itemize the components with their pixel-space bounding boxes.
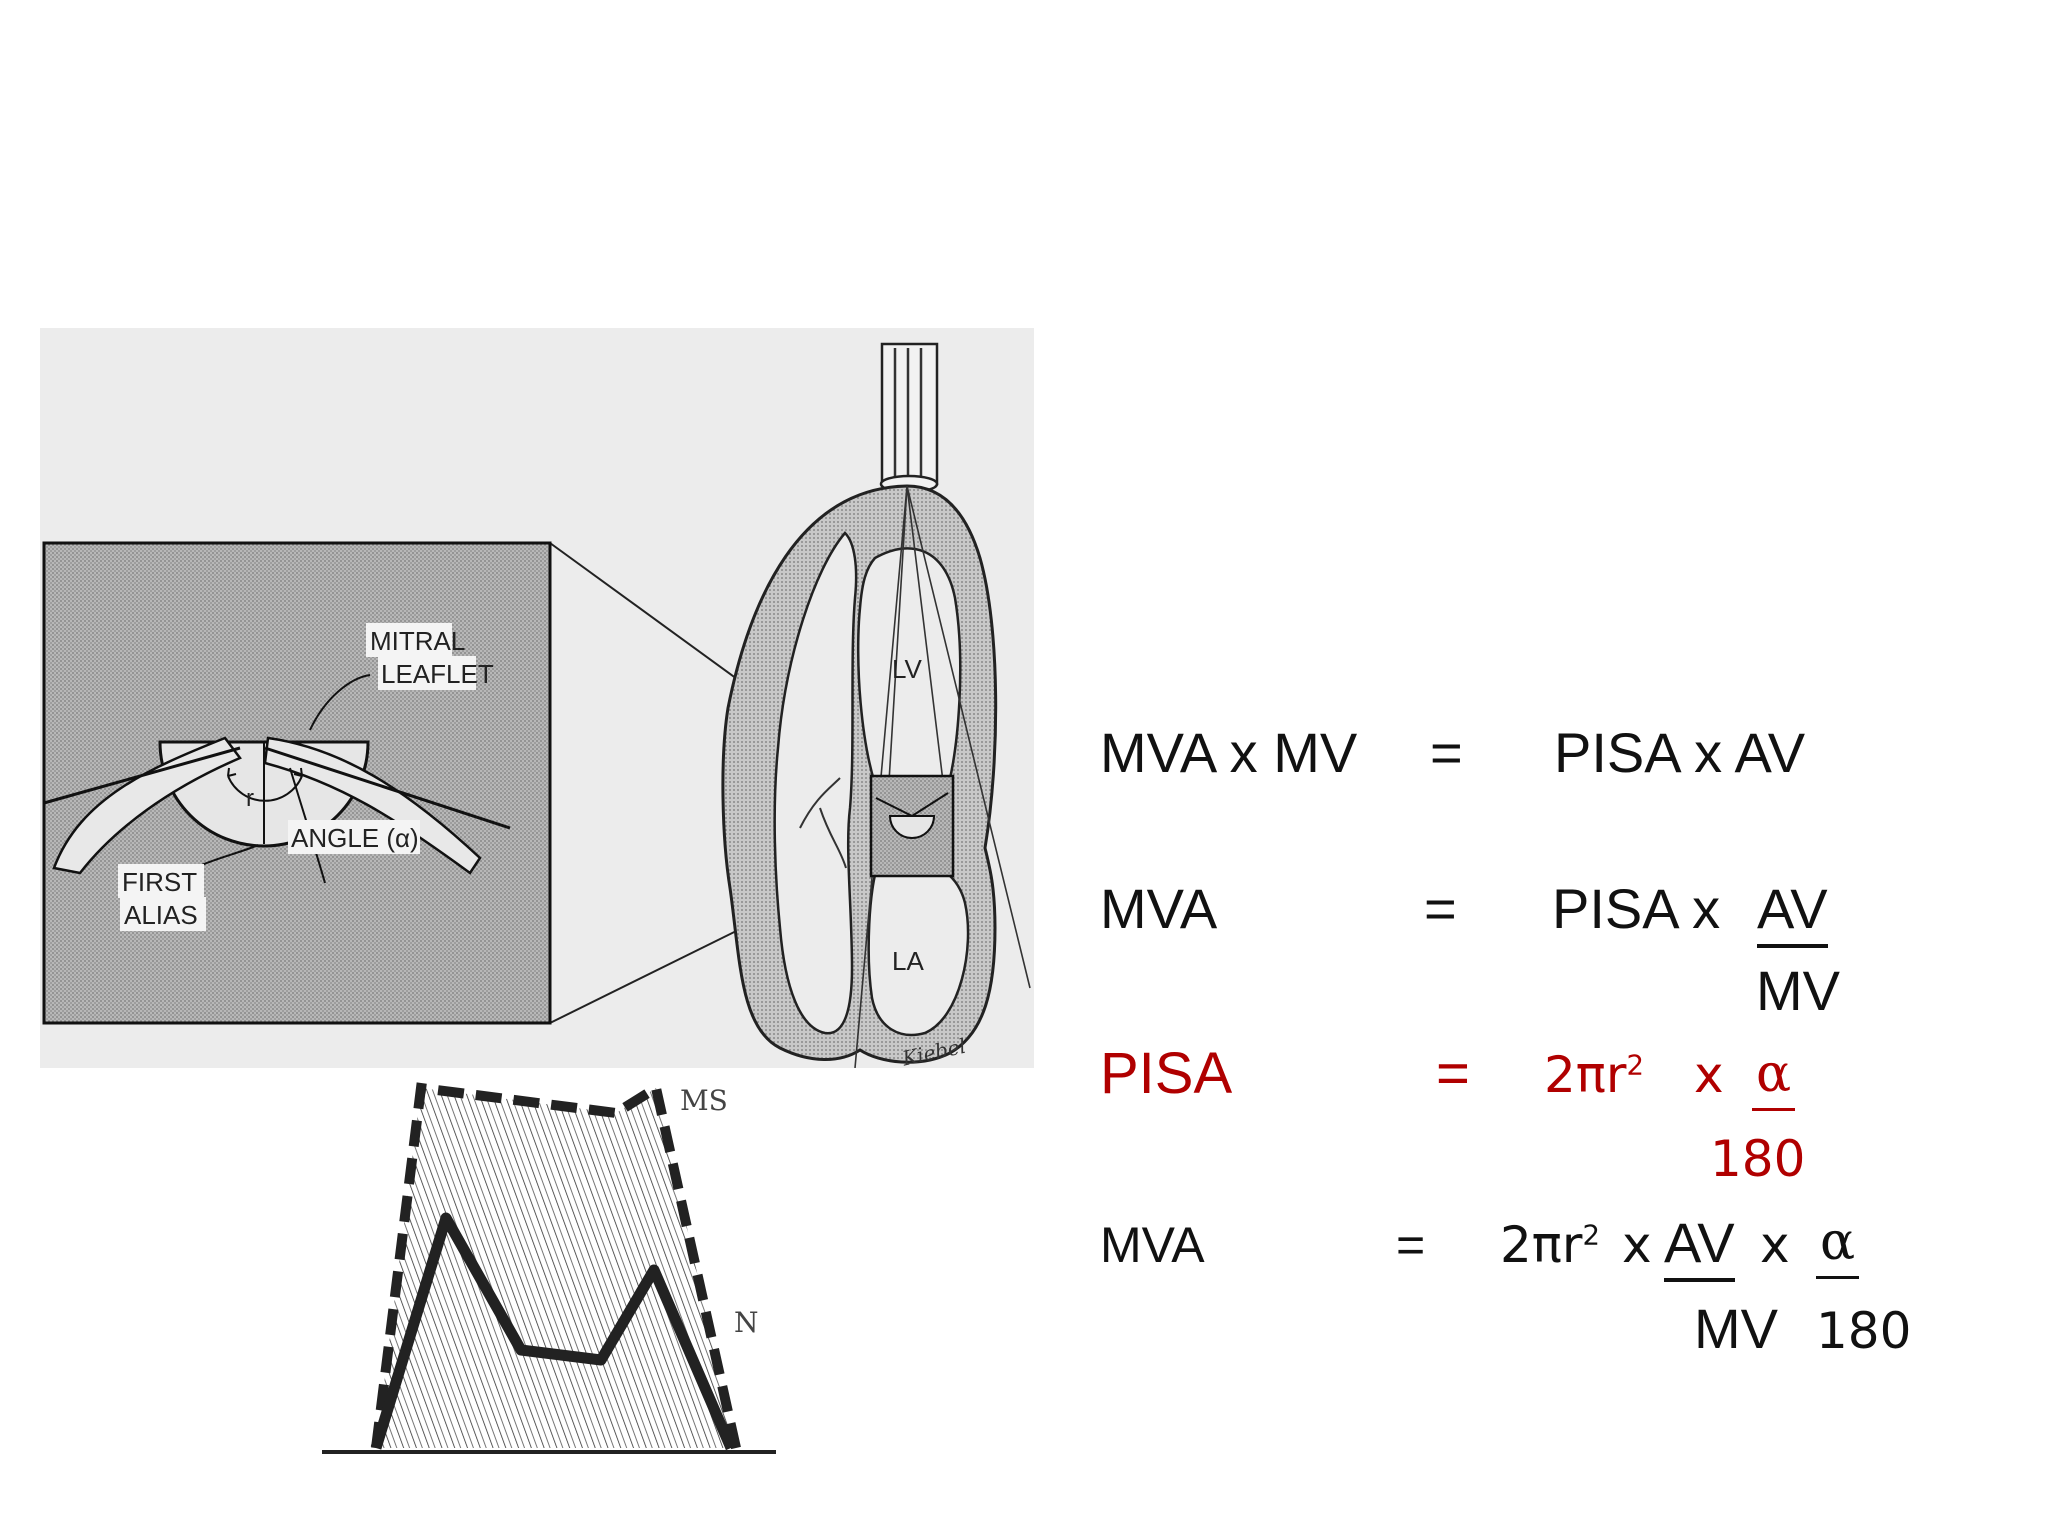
eq4-denominator-180: 180 — [1816, 1302, 1912, 1360]
eq4-denominator-mv: MV — [1694, 1297, 1778, 1360]
heart-diagram: LV LA Kiebel — [721, 342, 1031, 1068]
transducer — [880, 342, 939, 486]
eq4-equals: = — [1396, 1217, 1426, 1273]
ms-envelope-area — [376, 1088, 736, 1448]
normal-envelope — [370, 1212, 737, 1451]
la-cavity — [867, 856, 970, 1037]
label-mitral: MITRAL — [370, 626, 465, 656]
pisa-illustration: MITRAL LEAFLET r ANGLE (α) FIRST ALIAS L… — [40, 328, 1034, 1068]
inset-panel: MITRAL LEAFLET r ANGLE (α) FIRST ALIAS — [42, 541, 552, 1025]
label-alias: ALIAS — [124, 900, 198, 930]
eq1-lhs: MVA x MV — [1100, 721, 1358, 784]
label-r: r — [246, 785, 254, 812]
label-leaflet: LEAFLET — [381, 659, 494, 689]
eq4-alpha: α — [1816, 1212, 1860, 1279]
eq4-times-1: x — [1622, 1216, 1652, 1274]
doppler-envelope-diagram: MS N — [322, 1080, 776, 1454]
label-n: N — [734, 1306, 759, 1339]
eq2-denominator: MV — [1756, 959, 1840, 1022]
ms-envelope-outline — [371, 1080, 741, 1450]
eq4-times-2: x — [1760, 1216, 1790, 1274]
left-leaflet — [52, 736, 242, 875]
eq3-times: x — [1694, 1046, 1724, 1104]
eq2-lhs: MVA — [1100, 877, 1218, 940]
label-la: LA — [892, 946, 924, 976]
right-leaflet — [263, 736, 482, 875]
eq1-equals: = — [1430, 721, 1463, 784]
eq3-coefficient: 2πr2 — [1544, 1046, 1644, 1104]
eq2-equals: = — [1424, 877, 1457, 940]
label-angle: ANGLE (α) — [291, 823, 419, 853]
label-lv: LV — [892, 654, 923, 684]
label-ms: MS — [680, 1084, 728, 1117]
eq2-numerator: AV — [1757, 876, 1828, 948]
eq2-rhs-prefix: PISA x — [1552, 877, 1721, 940]
rv-cavity — [773, 531, 858, 1035]
eq3-alpha: α — [1752, 1044, 1796, 1111]
eq3-lhs: PISA — [1100, 1041, 1233, 1106]
eq4-lhs: MVA — [1100, 1217, 1205, 1273]
eq4-numerator: AV — [1664, 1210, 1735, 1282]
label-first: FIRST — [122, 867, 197, 897]
eq3-equals: = — [1436, 1041, 1470, 1106]
eq3-denominator: 180 — [1710, 1130, 1806, 1188]
eq1-rhs: PISA x AV — [1554, 721, 1806, 784]
eq4-coefficient: 2πr2 — [1500, 1216, 1600, 1274]
